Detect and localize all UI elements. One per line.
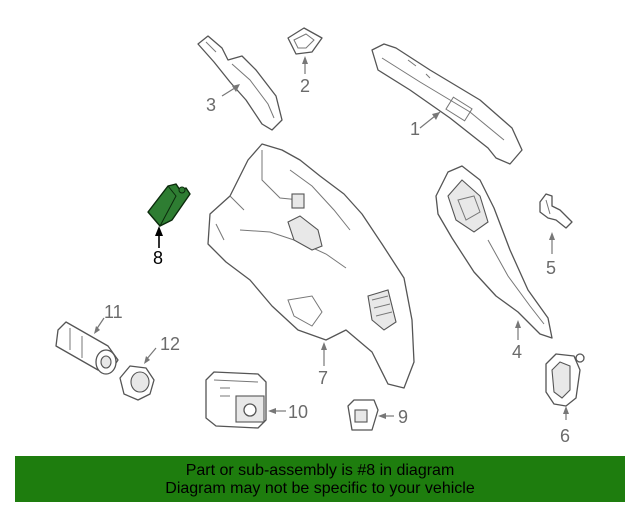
part-11-socket[interactable] [55,321,119,375]
callout-1: 1 [410,119,420,139]
callout-5: 5 [546,258,556,278]
callout-8: 8 [153,248,163,268]
callout-3: 3 [206,95,216,115]
callout-2: 2 [300,76,310,96]
part-1-trim-rail[interactable] [371,43,523,165]
callout-11: 11 [104,302,123,322]
banner-line-1: Part or sub-assembly is #8 in diagram [185,462,455,479]
part-5-clip[interactable] [539,193,573,229]
part-2-bracket[interactable] [287,27,323,55]
callout-12: 12 [160,334,180,354]
callout-4: 4 [512,342,522,362]
callout-7: 7 [318,368,328,388]
callout-9: 9 [398,407,408,427]
banner-line-2: Diagram may not be specific to your vehi… [165,480,475,497]
part-4-pillar-trim[interactable] [435,165,553,339]
part-10-outlet-housing[interactable] [205,371,267,429]
part-12-cap[interactable] [119,365,155,401]
notice-banner: Part or sub-assembly is #8 in diagram Di… [15,456,625,502]
parts-diagram: 1 2 3 7 8 [55,27,585,446]
callout-6: 6 [560,426,570,446]
part-7-quarter-panel[interactable] [207,143,415,389]
part-6-oval-grille[interactable] [545,353,585,407]
part-8-module-highlighted[interactable] [147,183,191,227]
callout-10: 10 [288,402,308,422]
part-9-square-clip[interactable] [347,399,379,431]
part-3-trim-piece[interactable] [197,35,283,131]
